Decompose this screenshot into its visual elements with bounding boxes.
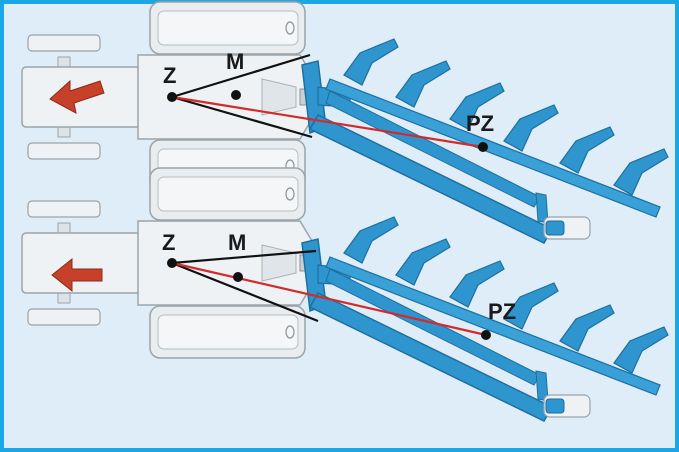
label-pz: PZ: [466, 111, 494, 136]
label-z: Z: [163, 63, 176, 88]
point-m: [231, 90, 241, 100]
line-z-lower: [171, 95, 313, 139]
label-m: M: [226, 49, 244, 74]
arrow-left-icon: [51, 257, 103, 293]
line-z-upper: [171, 249, 317, 265]
line-z-lower: [171, 261, 319, 323]
point-m: [233, 272, 243, 282]
line-z-upper: [171, 53, 311, 99]
point-z: [167, 258, 177, 268]
point-pz: [478, 142, 488, 152]
point-pz: [481, 330, 491, 340]
label-z: Z: [162, 230, 175, 255]
line-z-pz: [171, 95, 484, 149]
arrow-left-icon: [49, 79, 105, 114]
diagram-top: Z M PZ: [21, 1, 669, 244]
point-z: [167, 92, 177, 102]
label-m: M: [228, 230, 246, 255]
diagram-bottom: Z M PZ: [21, 167, 669, 422]
label-pz: PZ: [488, 299, 516, 324]
line-z-pz: [171, 261, 487, 337]
